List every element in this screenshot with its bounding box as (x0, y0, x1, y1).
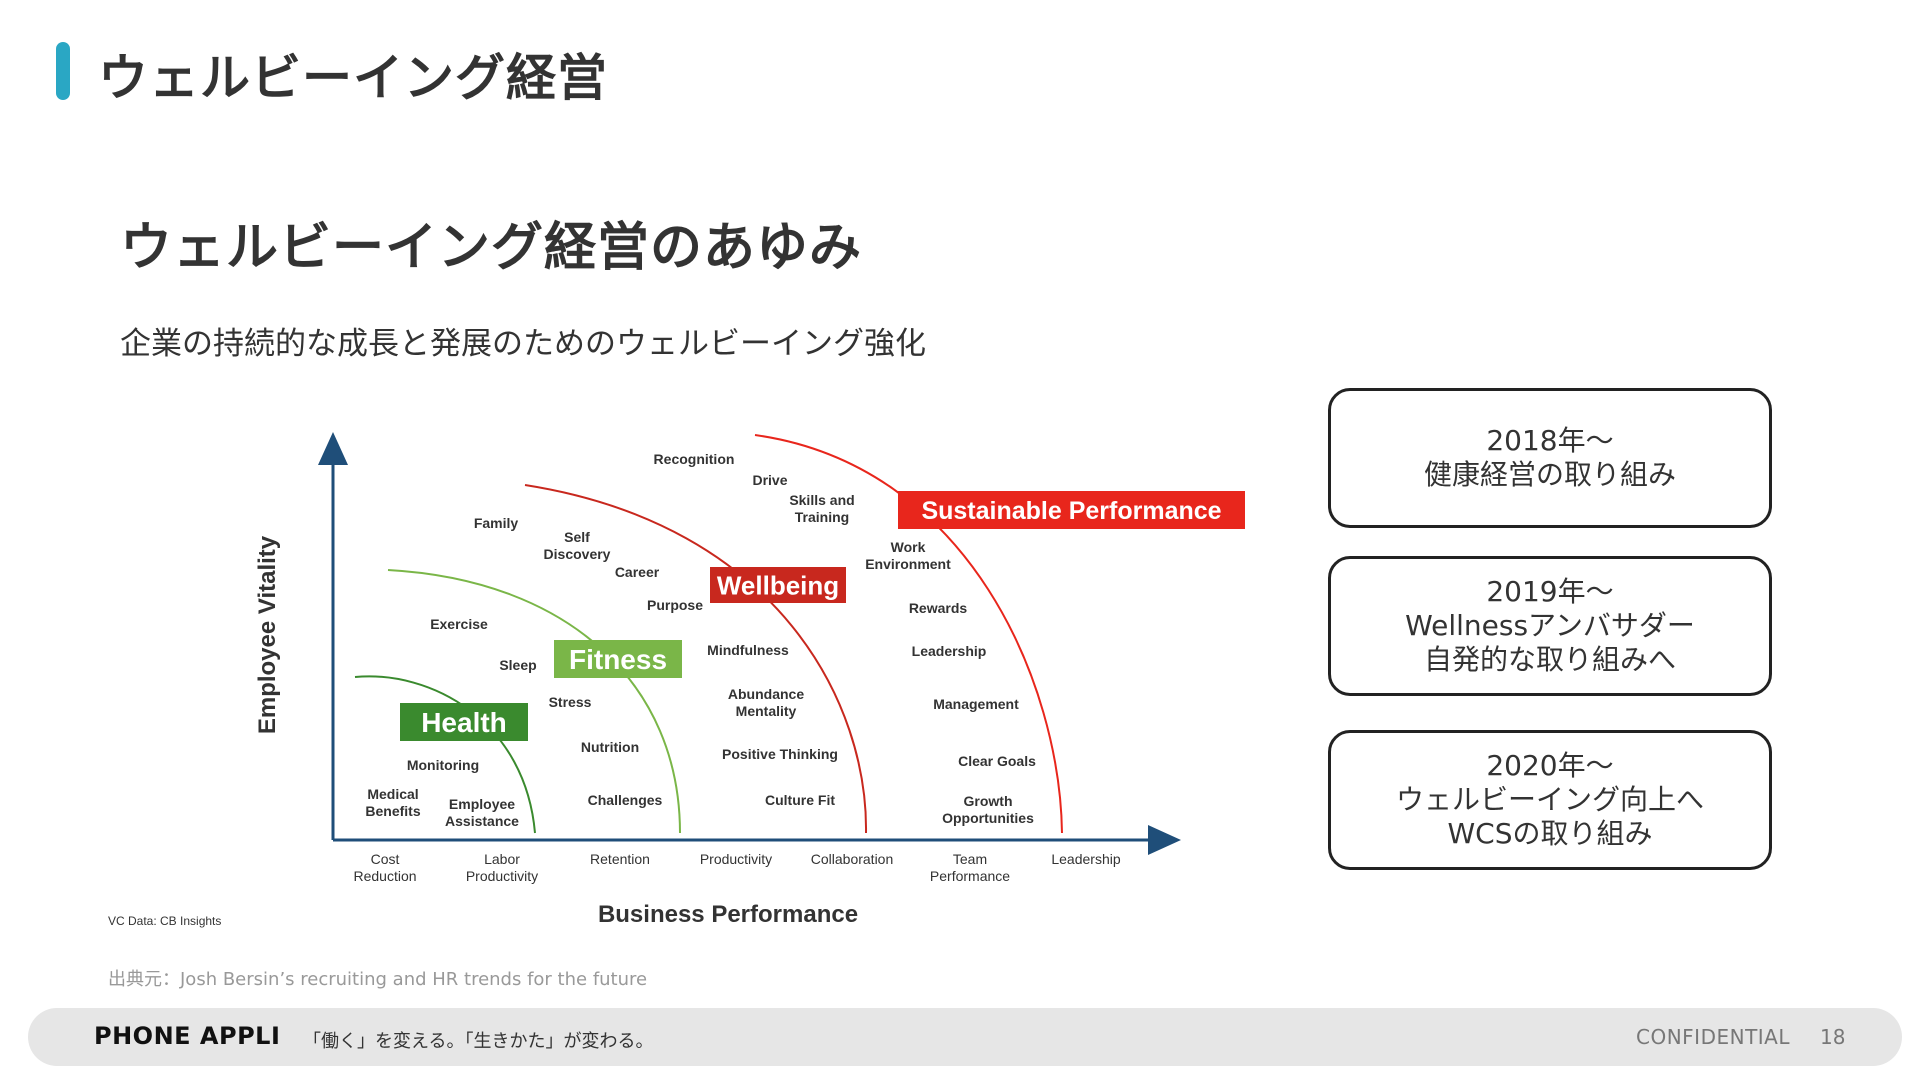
title-accent-bar (56, 42, 70, 100)
section-lead-text: 企業の持続的な成長と発展のためのウェルビーイング強化 (120, 326, 926, 362)
diagram-item-label: Challenges (588, 792, 663, 808)
stage-label-box (898, 491, 1245, 529)
diagram-credit: VC Data: CB Insights (108, 914, 221, 928)
diagram-item-label: Career (615, 564, 660, 580)
diagram-item-label: Nutrition (581, 739, 639, 755)
stage-labels: Health Fitness Wellbeing Sustainable Perfor… (400, 491, 1245, 741)
stage-label: Sustainable Performance (921, 497, 1221, 525)
x-axis-label: Business Performance (598, 901, 858, 928)
diagram-item-label: Purpose (647, 597, 703, 613)
diagram-item-label: Management (933, 696, 1019, 712)
diagram-item-label: Mindfulness (707, 642, 789, 658)
diagram-item-label: Exercise (430, 616, 488, 632)
x-axis-tick-label: Productivity (700, 851, 772, 867)
milestone-2020: 2020年～ ウェルビーイング向上へ WCSの取り組み (1328, 730, 1772, 870)
diagram-item-label: Stress (549, 694, 592, 710)
page-number: 18 (1820, 1025, 1846, 1049)
y-axis-label: Employee Vitality (254, 535, 281, 734)
diagram-item-label: Monitoring (407, 757, 479, 773)
diagram-item-label: Positive Thinking (722, 746, 838, 762)
diagram-item-label: Family (474, 515, 519, 531)
wellbeing-evolution-diagram: Employee Vitality Business Performance V… (100, 385, 1290, 945)
stage-label: Health (421, 707, 507, 738)
milestone-text: WCSの取り組み (1447, 817, 1653, 850)
sustainable-performance-curve (754, 434, 1063, 834)
milestone-year: 2020年～ (1486, 749, 1614, 782)
diagram-item-label: Recognition (654, 451, 735, 467)
footer-tagline: 「働く」を変える。「生きかた」が変わる。 (303, 1031, 654, 1052)
footer-bar: PHONE APPLI 「働く」を変える。「生きかた」が変わる。 CONFIDE… (28, 1008, 1902, 1066)
diagram-item-label: Culture Fit (765, 792, 835, 808)
footer-brand-logo: PHONE APPLI (94, 1022, 281, 1050)
milestone-2018: 2018年～ 健康経営の取り組み (1328, 388, 1772, 528)
diagram-item-label: Drive (752, 472, 787, 488)
page-title: ウェルビーイング経営 (98, 49, 608, 107)
x-axis-tick-label: Retention (590, 851, 650, 867)
diagram-canvas: Employee Vitality Business Performance V… (108, 432, 1245, 928)
wellbeing-curve (524, 484, 868, 834)
diagram-item-label: Rewards (909, 600, 968, 616)
milestone-text: 健康経営の取り組み (1423, 458, 1676, 491)
diagram-item-label: Sleep (499, 657, 536, 673)
stage-label: Wellbeing (717, 570, 839, 600)
diagram-item-label: Leadership (912, 643, 987, 659)
milestone-text: ウェルビーイング向上へ (1395, 783, 1704, 816)
x-axis-tick-label: Collaboration (811, 851, 894, 867)
section-title: ウェルビーイング経営のあゆみ (120, 218, 863, 278)
stage-label-box (710, 567, 846, 603)
source-citation: 出典元：Josh Bersin’s recruiting and HR tren… (108, 969, 648, 990)
stage-label-box (400, 703, 528, 741)
milestone-year: 2018年～ (1486, 424, 1614, 457)
x-axis-tick-label: Leadership (1051, 851, 1120, 867)
stage-label: Fitness (569, 644, 667, 675)
diagram-item-label: Clear Goals (958, 753, 1036, 769)
milestone-text: 自発的な取り組みへ (1423, 643, 1676, 676)
milestone-text: Wellnessアンバサダー (1405, 609, 1695, 642)
milestone-2019: 2019年～ Wellnessアンバサダー 自発的な取り組みへ (1328, 556, 1772, 696)
stage-label-box (554, 640, 682, 678)
milestone-year: 2019年～ (1486, 575, 1614, 608)
confidential-label: CONFIDENTIAL (1636, 1025, 1791, 1049)
